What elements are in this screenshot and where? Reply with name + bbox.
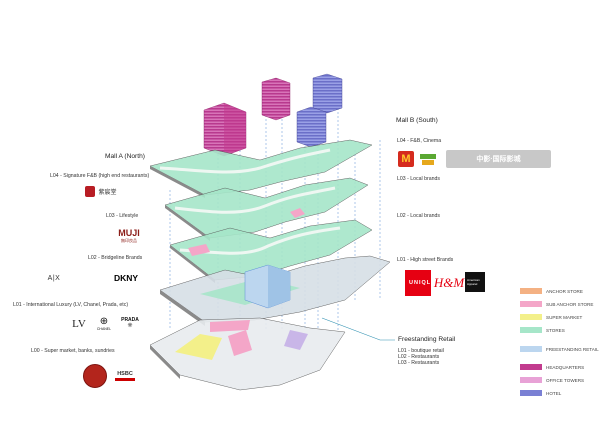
legend-anchor-store: ANCHOR STORE bbox=[520, 287, 583, 295]
mall-b-level-l02-label: L02 - Local brands bbox=[397, 213, 440, 219]
mall-a-title: Mall A (North) bbox=[105, 153, 145, 160]
mall-a-level-l00-label: L00 - Super market, banks, sundries bbox=[31, 348, 115, 354]
legend-headquarters: HEADQUARTERS bbox=[520, 363, 584, 371]
legend-swatch bbox=[520, 346, 542, 352]
legend-swatch bbox=[520, 364, 542, 370]
prada-logo: PRADA ❈ bbox=[121, 317, 139, 329]
legend-swatch bbox=[520, 327, 542, 333]
legend-swatch bbox=[520, 301, 542, 307]
hotel-tower-2 bbox=[296, 106, 327, 148]
mall-b-title: Mall B (South) bbox=[396, 117, 438, 124]
freestanding-leader-line bbox=[321, 317, 395, 341]
hsbc-logo: HSBC bbox=[111, 368, 139, 384]
office-tower bbox=[261, 77, 291, 121]
legend-swatch bbox=[520, 314, 542, 320]
mall-b-level-l04-label: L04 - F&B, Cinema bbox=[397, 138, 442, 144]
headquarters-tower bbox=[203, 102, 247, 157]
hotel-tower-1 bbox=[312, 73, 343, 114]
mall-a-level-l01-label: L01 - International Luxury (LV, Chanel, … bbox=[13, 302, 129, 308]
mcdonalds-logo: M bbox=[398, 151, 414, 167]
floor-plate-l01 bbox=[159, 255, 391, 326]
floor-plate-l03 bbox=[164, 177, 369, 241]
legend-freestanding-retail: FREESTANDING RETAIL bbox=[520, 345, 599, 353]
mall-b-level-l01-label: L01 - High street Brands bbox=[397, 257, 454, 263]
floor-plate-l04 bbox=[149, 139, 373, 198]
legend-stores: STORES bbox=[520, 326, 565, 334]
supermarket-logo bbox=[83, 364, 107, 388]
legend-swatch bbox=[520, 377, 542, 383]
muji-logo: MUJI 無印良品 bbox=[113, 228, 145, 244]
cinema-logo: 中影·国际影城 bbox=[446, 150, 551, 168]
mall-a-level-l03-label: L03 - Lifestyle bbox=[106, 213, 139, 219]
hm-logo: H&M bbox=[433, 275, 465, 290]
lv-logo: LV bbox=[72, 318, 86, 330]
dkny-logo: DKNY bbox=[113, 273, 139, 283]
legend-swatch bbox=[520, 390, 542, 396]
freestanding-l02-label: L02 - Restaurants bbox=[398, 354, 440, 360]
legend-sub-anchor-store: SUB ANCHOR STORE bbox=[520, 300, 593, 308]
legend-swatch bbox=[520, 288, 542, 294]
freestanding-l01-label: L01 - boutique retail bbox=[398, 348, 444, 354]
floor-plate-l00 bbox=[149, 317, 346, 391]
legend-hotel: HOTEL bbox=[520, 389, 561, 397]
fb-brand-logo bbox=[418, 151, 438, 167]
restaurant-logo: 紫宸堂 bbox=[80, 184, 122, 198]
mall-b-level-l03-label: L03 - Local brands bbox=[397, 176, 440, 182]
freestanding-retail-title: Freestanding Retail bbox=[398, 336, 456, 343]
american-apparel-logo: American Apparel bbox=[465, 272, 485, 292]
mall-a-level-l04-label: L04 - Signature F&B (high end restaurant… bbox=[50, 173, 150, 179]
mall-a-level-l02-label: L02 - Bridgeline Brands bbox=[88, 255, 143, 261]
freestanding-l03-label: L03 - Restaurants bbox=[398, 360, 440, 366]
legend-super-market: SUPER MARKET bbox=[520, 313, 582, 321]
chanel-logo: ⊕ CHANEL bbox=[96, 316, 112, 332]
uniqlo-logo: UNIQLO bbox=[405, 270, 435, 296]
armani-exchange-logo: A|X bbox=[47, 274, 61, 282]
floor-plate-l02 bbox=[169, 219, 373, 283]
legend-office-towers: OFFICE TOWERS bbox=[520, 376, 584, 384]
